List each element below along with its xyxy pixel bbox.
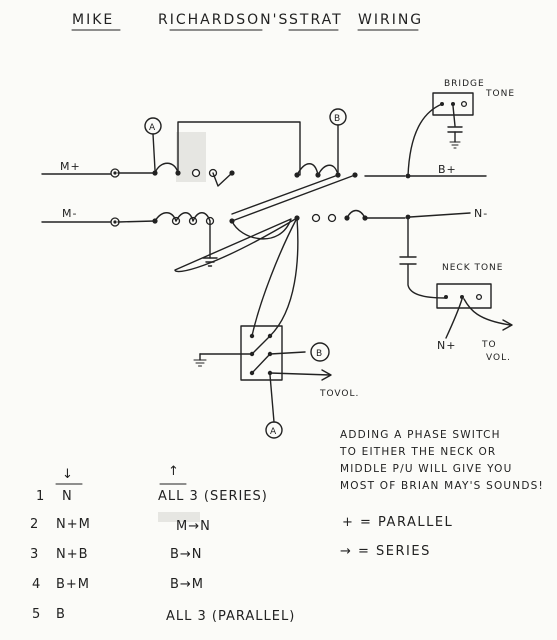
marker-b-top: B (329, 108, 347, 173)
legend: + = PARALLEL → = SERIES (340, 515, 453, 559)
svg-text:ALL 3 (PARALLEL): ALL 3 (PARALLEL) (166, 609, 295, 624)
svg-text:A: A (149, 123, 156, 133)
svg-text:B: B (316, 349, 323, 359)
note-line-4: MOST OF BRIAN MAY'S SOUNDS! (340, 480, 544, 492)
five-way-switch (117, 121, 368, 267)
svg-text:5: 5 (32, 607, 41, 622)
label-vol: VOL. (486, 353, 511, 363)
svg-text:N: N (62, 489, 73, 504)
arrow-up-icon: ↑ (168, 464, 180, 479)
table-row: 4 B+M B→M (32, 577, 204, 592)
arrow-down-icon: ↓ (62, 467, 74, 482)
label-b-plus: B+ (438, 163, 457, 176)
title-wiring: WIRING (358, 12, 423, 28)
svg-text:B: B (56, 607, 66, 622)
svg-text:B→N: B→N (170, 547, 203, 562)
svg-text:2: 2 (30, 517, 39, 532)
pickup-leads: M+ M- B+ N- (41, 160, 488, 227)
marker-b-bottom: B (310, 342, 330, 362)
svg-text:B+M: B+M (56, 577, 90, 592)
note-line-1: ADDING A PHASE SWITCH (340, 429, 501, 441)
title-strat: STRAT (289, 12, 343, 28)
legend-parallel: + = PARALLEL (342, 515, 453, 530)
label-m-plus: M+ (60, 160, 81, 173)
table-row: 2 N+M M→N (30, 512, 211, 534)
phase-switch: TOVOL. (174, 217, 359, 423)
label-n-plus: N+ (437, 339, 456, 352)
table-row: 3 N+B B→N (30, 547, 203, 562)
marker-a-top: A (144, 117, 162, 171)
svg-text:B→M: B→M (170, 577, 204, 592)
svg-text:A: A (270, 427, 277, 437)
marker-a-bottom: A (265, 421, 283, 439)
bridge-tone-pot: BRIDGE TONE (364, 79, 515, 177)
svg-text:M→N: M→N (176, 519, 211, 534)
note-line-2: TO EITHER THE NECK OR (339, 446, 496, 458)
label-to: TO (481, 340, 497, 350)
title-mike: MIKE (72, 12, 114, 28)
label-n-minus: N- (474, 207, 488, 220)
table-row: 5 B ALL 3 (PARALLEL) (32, 607, 295, 624)
svg-text:ALL 3 (SERIES): ALL 3 (SERIES) (158, 489, 268, 504)
title-richardsons: RICHARDSON'S (158, 12, 289, 28)
svg-text:N+M: N+M (56, 517, 91, 532)
label-neck-tone: NECK TONE (442, 263, 503, 273)
label-bridge: BRIDGE (444, 79, 485, 89)
switch-position-table: ↓ ↑ 1 N ALL 3 (SERIES) 2 N+M M→N 3 N+B B… (30, 464, 295, 624)
svg-text:N+B: N+B (56, 547, 89, 562)
legend-series: → = SERIES (340, 544, 431, 559)
label-tone: TONE (485, 89, 515, 99)
page-title: MIKE RICHARDSON'S STRAT WIRING (71, 12, 423, 31)
label-tovol: TOVOL. (319, 389, 359, 399)
neck-tone-pot: NECK TONE N+ TO VOL. (364, 217, 513, 363)
label-m-minus: M- (62, 207, 77, 220)
table-row: 1 N ALL 3 (SERIES) (36, 489, 268, 504)
note-line-3: MIDDLE P/U WILL GIVE YOU (340, 463, 513, 475)
svg-text:3: 3 (30, 547, 39, 562)
svg-text:4: 4 (32, 577, 41, 592)
svg-text:1: 1 (36, 489, 45, 504)
phase-switch-note: ADDING A PHASE SWITCH TO EITHER THE NECK… (339, 429, 544, 492)
svg-text:B: B (334, 114, 341, 124)
